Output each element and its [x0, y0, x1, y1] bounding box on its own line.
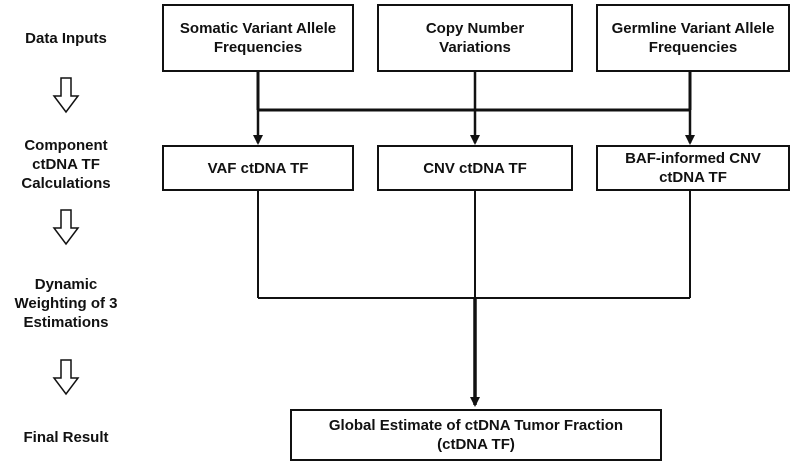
input-box-germline-vaf: Germline Variant Allele Frequencies: [596, 4, 790, 72]
component-box-cnv: CNV ctDNA TF: [377, 145, 573, 191]
stage-label-data-inputs: Data Inputs: [25, 30, 107, 47]
component-box-baf: BAF-informed CNV ctDNA TF: [596, 145, 790, 191]
weighting-merge-connector: [257, 190, 691, 299]
final-estimate-box: Global Estimate of ctDNA Tumor Fraction …: [290, 409, 662, 461]
stage-flow-arrow-3-icon: [52, 359, 80, 396]
input-box-somatic-vaf: Somatic Variant Allele Frequencies: [162, 4, 354, 72]
stage-flow-arrow-2-icon: [52, 209, 80, 246]
input-box-copy-number: Copy Number Variations: [377, 4, 573, 72]
stage-label-dynamic-weighting: Dynamic Weighting of 3 Estimations: [14, 276, 118, 331]
stage-label-final-result: Final Result: [23, 429, 109, 446]
stage-flow-arrow-1-icon: [52, 77, 80, 114]
stage-label-component-calculations: Component ctDNA TF Calculations: [21, 137, 111, 192]
component-box-vaf: VAF ctDNA TF: [162, 145, 354, 191]
